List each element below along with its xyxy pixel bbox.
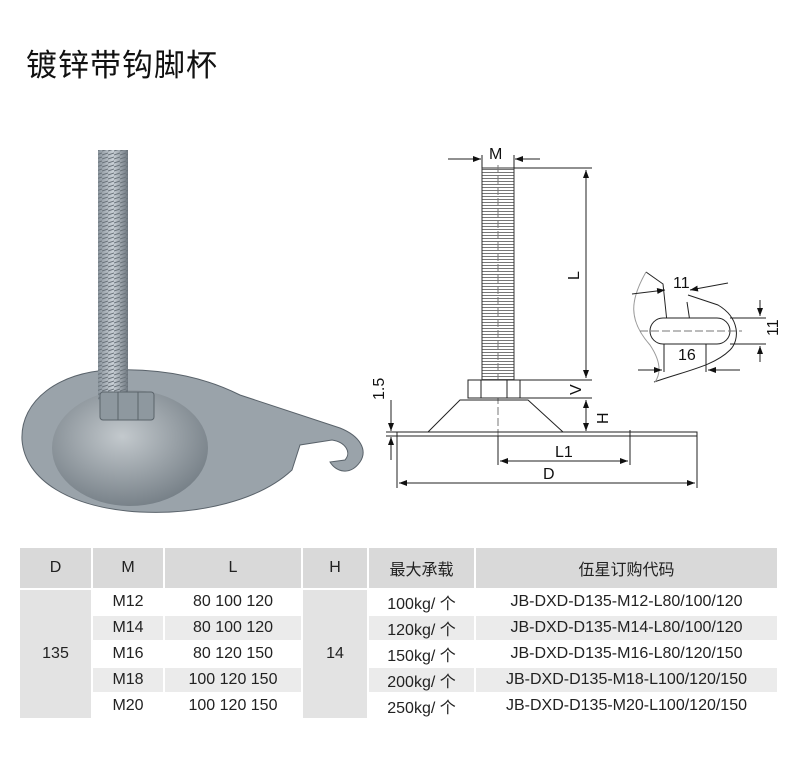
header-l: L	[164, 548, 303, 590]
header-h: H	[302, 548, 369, 590]
label-d: D	[543, 466, 555, 483]
technical-drawing	[386, 155, 766, 488]
cell-m: M18	[92, 667, 165, 694]
label-slot-height: 11	[765, 319, 782, 336]
table-row: 135 M12 80 100 120 14 100kg/ 个 JB-DXD-D1…	[20, 589, 779, 720]
table-row: M20 100 120 150 250kg/ 个 JB-DXD-D135-M20…	[20, 693, 779, 720]
cell-l: 80 100 120	[164, 589, 303, 616]
label-thickness: 1.5	[371, 378, 388, 400]
spec-table: D M L H 最大承载 伍星订购代码 135 M12 80 100 120 1…	[20, 548, 779, 720]
product-figures: M L V H 1.5 L1 D 11 11 16	[21, 146, 782, 513]
cell-load: 200kg/ 个	[368, 667, 476, 694]
cell-load: 120kg/ 个	[368, 615, 476, 642]
table-row: M14 80 100 120 120kg/ 个 JB-DXD-D135-M14-…	[20, 615, 779, 642]
cell-l: 100 120 150	[164, 693, 303, 720]
header-max-load: 最大承载	[368, 548, 476, 590]
cell-m: M16	[92, 641, 165, 668]
cell-load: 250kg/ 个	[368, 693, 476, 720]
cell-l: 80 120 150	[164, 641, 303, 668]
label-h: H	[595, 412, 612, 424]
cell-m: M20	[92, 693, 165, 720]
cell-load: 150kg/ 个	[368, 641, 476, 668]
header-d: D	[20, 548, 93, 590]
page-title: 镀锌带钩脚杯	[26, 48, 218, 84]
cell-d: 135	[20, 589, 93, 720]
label-v: V	[568, 384, 585, 395]
table-row: M16 80 120 150 150kg/ 个 JB-DXD-D135-M16-…	[20, 641, 779, 668]
cell-code: JB-DXD-D135-M18-L100/120/150	[475, 667, 779, 694]
cell-m: M12	[92, 589, 165, 616]
cell-code: JB-DXD-D135-M12-L80/100/120	[475, 589, 779, 616]
table-header: D M L H 最大承载 伍星订购代码	[20, 548, 779, 590]
label-slot-width: 11	[673, 275, 690, 292]
cell-l: 80 100 120	[164, 615, 303, 642]
product-photo	[21, 150, 364, 513]
cell-code: JB-DXD-D135-M14-L80/100/120	[475, 615, 779, 642]
label-slot-length: 16	[678, 347, 696, 364]
cell-load: 100kg/ 个	[368, 589, 476, 616]
drawing-labels: M L V H 1.5 L1 D 11 11 16	[371, 146, 782, 483]
table-row: M18 100 120 150 200kg/ 个 JB-DXD-D135-M18…	[20, 667, 779, 694]
label-m: M	[489, 146, 502, 163]
cell-code: JB-DXD-D135-M20-L100/120/150	[475, 693, 779, 720]
cell-h: 14	[302, 589, 369, 720]
cell-m: M14	[92, 615, 165, 642]
label-l: L	[566, 271, 583, 280]
header-order-code: 伍星订购代码	[475, 548, 779, 590]
label-l1: L1	[555, 444, 573, 461]
cell-code: JB-DXD-D135-M16-L80/120/150	[475, 641, 779, 668]
cell-l: 100 120 150	[164, 667, 303, 694]
header-m: M	[92, 548, 165, 590]
